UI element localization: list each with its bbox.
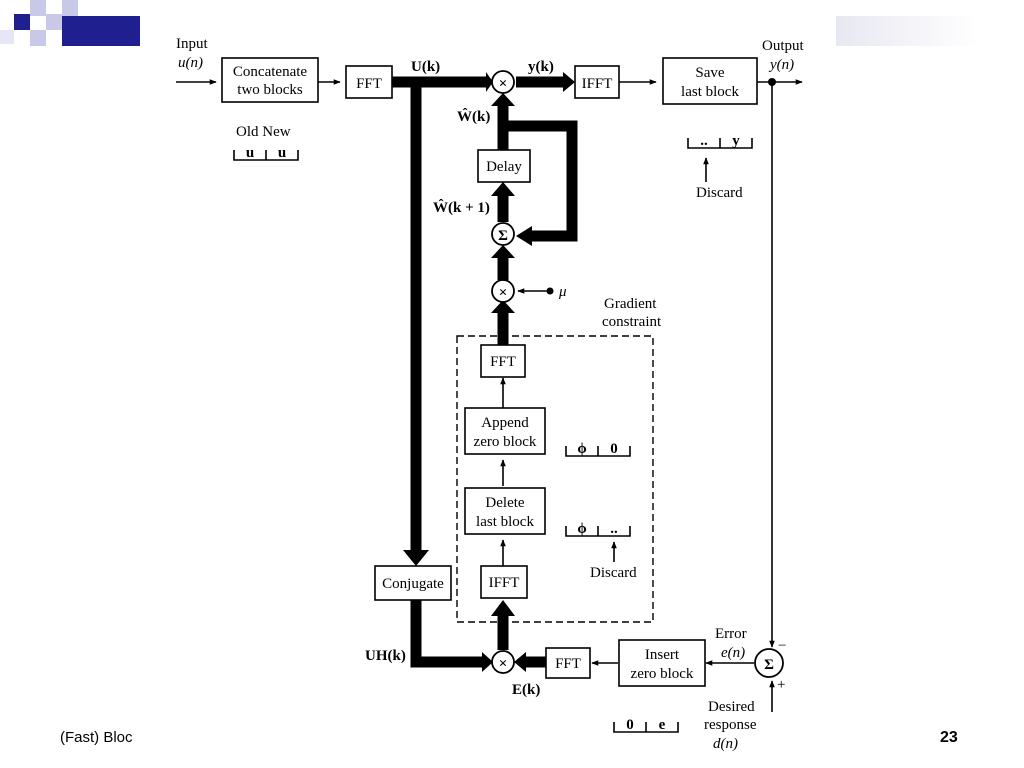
insert-zero-block: Insert zero block: [618, 639, 706, 687]
fft-top-block: FFT: [345, 65, 393, 99]
svg-text:ϕ: ϕ: [577, 441, 586, 457]
output-signal-label: y(n): [768, 57, 794, 73]
svg-text:..: ..: [700, 133, 708, 149]
delay-block: Delay: [477, 149, 531, 183]
svg-text:zero block: zero block: [474, 434, 537, 450]
conjugate-block: Conjugate: [374, 565, 452, 601]
svg-text:last block: last block: [681, 84, 739, 100]
wire-feedback-loop: [503, 120, 578, 242]
concatenate-block: Concatenate two blocks: [221, 57, 319, 103]
svg-text:FFT: FFT: [490, 354, 516, 370]
svg-text:u: u: [278, 145, 286, 161]
svg-text:Delete: Delete: [485, 495, 524, 511]
svg-text:..: ..: [610, 521, 618, 537]
svg-text:Concatenate: Concatenate: [233, 64, 307, 80]
svg-text:FFT: FFT: [356, 76, 382, 92]
mu-label: μ: [558, 284, 567, 300]
desired-signal-label: d(n): [713, 736, 738, 752]
sum-error-operator: Σ: [754, 648, 784, 678]
save-last-block: Save last block: [662, 57, 758, 105]
input-signal-label: u(n): [178, 55, 203, 71]
arrow-y-to-ifft: [563, 72, 575, 92]
mu-source-dot: [546, 287, 554, 295]
svg-text:zero block: zero block: [631, 666, 694, 682]
append-vector: ϕ 0: [565, 441, 631, 457]
arrow-to-conjugate: [403, 550, 429, 566]
svg-text:IFFT: IFFT: [582, 76, 613, 92]
minus-sign: −: [778, 638, 786, 654]
svg-text:Append: Append: [481, 415, 529, 431]
svg-text:Save: Save: [695, 65, 725, 81]
svg-text:e: e: [659, 717, 666, 733]
svg-text:×: ×: [499, 76, 508, 92]
gradient-label: Gradient: [604, 296, 657, 312]
output-label: Output: [762, 38, 805, 54]
wire-UH-to-multiply: [410, 600, 484, 668]
constraint-label: constraint: [602, 314, 662, 330]
input-label: Input: [176, 36, 208, 52]
fft-bottom-block: FFT: [545, 647, 591, 679]
sum-weights-operator: Σ: [491, 222, 515, 246]
desired-label: Desired: [708, 699, 755, 715]
error-label: Error: [715, 626, 747, 642]
save-output-vector: .. y Discard: [687, 133, 753, 201]
insert-vector: 0 e: [613, 717, 679, 733]
W-k1-label: Ŵ(k + 1): [433, 199, 490, 216]
error-signal-label: e(n): [721, 645, 745, 661]
svg-text:y: y: [732, 133, 740, 149]
svg-text:two blocks: two blocks: [237, 82, 303, 98]
gradient-constraint-region: [456, 335, 654, 623]
svg-text:×: ×: [499, 656, 508, 672]
svg-text:0: 0: [610, 441, 618, 457]
svg-text:Old New: Old New: [236, 124, 291, 140]
delete-vector: ϕ .. Discard: [565, 521, 637, 581]
ifft-gradient-block: IFFT: [480, 565, 528, 599]
svg-text:Discard: Discard: [696, 185, 743, 201]
page-number: 23: [940, 729, 958, 746]
svg-text:last block: last block: [476, 514, 534, 530]
svg-text:ϕ: ϕ: [577, 521, 586, 537]
svg-text:Discard: Discard: [590, 565, 637, 581]
multiply-top-operator: ×: [491, 70, 515, 94]
footer-title: (Fast) Bloc: [60, 729, 133, 746]
response-label: response: [704, 717, 757, 733]
svg-text:FFT: FFT: [555, 656, 581, 672]
svg-text:Insert: Insert: [645, 647, 680, 663]
svg-text:×: ×: [499, 285, 508, 301]
svg-text:IFFT: IFFT: [489, 575, 520, 591]
svg-text:0: 0: [626, 717, 634, 733]
plus-sign: +: [777, 677, 785, 693]
multiply-mu-operator: ×: [491, 279, 515, 303]
header-bar-decoration: [836, 16, 980, 46]
svg-text:Σ: Σ: [764, 657, 774, 673]
y-k-label: y(k): [528, 59, 554, 75]
corner-decoration: [0, 0, 140, 60]
svg-text:u: u: [246, 145, 254, 161]
delete-last-block: Delete last block: [464, 487, 546, 535]
UH-k-label: UH(k): [365, 648, 406, 664]
svg-text:Σ: Σ: [498, 228, 508, 244]
E-k-label: E(k): [512, 682, 540, 698]
append-zero-block: Append zero block: [464, 407, 546, 455]
svg-text:Conjugate: Conjugate: [382, 576, 444, 592]
fft-gradient-block: FFT: [480, 344, 526, 378]
multiply-bottom-operator: ×: [491, 650, 515, 674]
U-k-label: U(k): [411, 59, 440, 75]
ifft-top-block: IFFT: [574, 65, 620, 99]
old-new-vector: Old New u u: [233, 124, 299, 161]
W-k-label: Ŵ(k): [457, 108, 490, 125]
svg-text:Delay: Delay: [486, 159, 522, 175]
